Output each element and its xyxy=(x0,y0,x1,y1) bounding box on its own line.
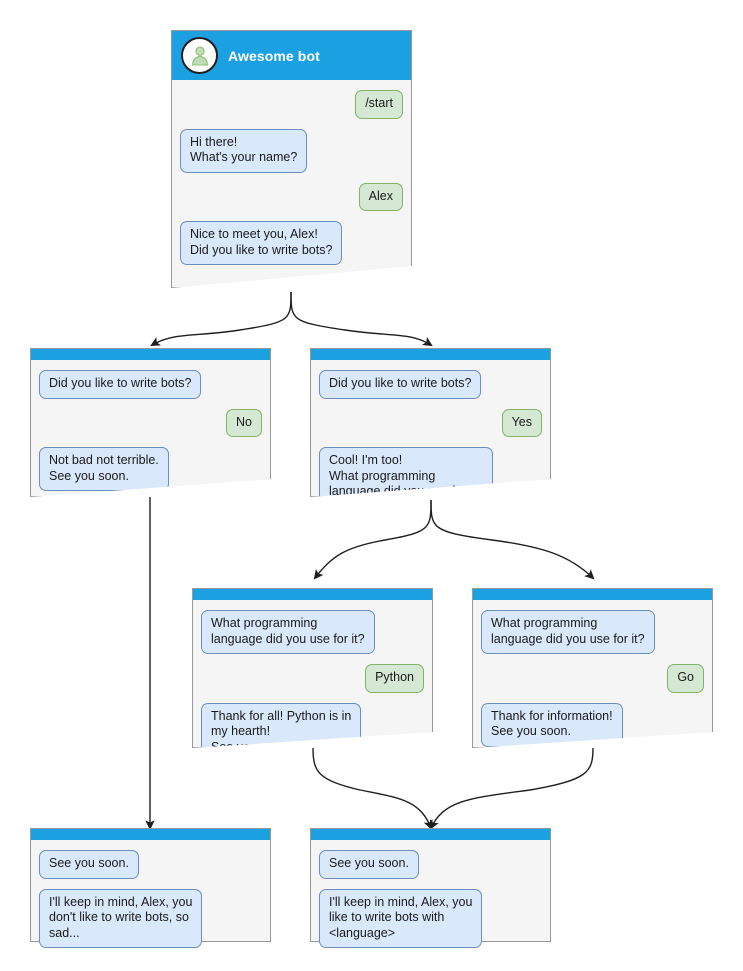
message-row: Go xyxy=(481,664,704,693)
node-header-branch-yes xyxy=(311,349,550,360)
bot-message-bubble[interactable]: Did you like to write bots? xyxy=(319,370,482,399)
node-branch-python[interactable]: What programming language did you use fo… xyxy=(192,588,433,748)
bot-message-bubble[interactable]: Nice to meet you, Alex! Did you like to … xyxy=(180,221,343,265)
message-row: /start xyxy=(180,90,403,119)
message-row: Thank for all! Python is in my hearth! S… xyxy=(201,702,424,748)
user-message-bubble[interactable]: Python xyxy=(365,664,424,693)
message-row: Cool! I'm too! What programming language… xyxy=(319,447,542,497)
bot-message-bubble[interactable]: Cool! I'm too! What programming language… xyxy=(319,447,493,497)
message-row: Hi there! What's your name? xyxy=(180,128,403,173)
user-message-bubble[interactable]: Alex xyxy=(358,182,403,211)
bot-message-bubble[interactable]: What programming language did you use fo… xyxy=(481,610,655,654)
node-end-yes[interactable]: See you soon. I'll keep in mind, Alex, y… xyxy=(310,828,551,948)
node-header-end-yes xyxy=(311,829,550,840)
bot-message-bubble[interactable]: Thank for information! See you soon. xyxy=(481,702,623,747)
bot-name-label: Awesome bot xyxy=(228,47,320,64)
node-header-root: Awesome bot xyxy=(172,31,411,80)
user-message-bubble[interactable]: Go xyxy=(667,664,704,693)
message-row: What programming language did you use fo… xyxy=(481,610,704,654)
node-header-branch-python xyxy=(193,589,432,600)
message-row: See you soon. xyxy=(39,850,262,879)
person-avatar-icon xyxy=(181,37,218,74)
message-row: What programming language did you use fo… xyxy=(201,610,424,654)
chat-area-branch-python: What programming language did you use fo… xyxy=(193,600,432,748)
node-header-end-no xyxy=(31,829,270,840)
node-branch-yes[interactable]: Did you like to write bots? Yes Cool! I'… xyxy=(310,348,551,497)
edge-go-to-end xyxy=(429,747,594,830)
chat-area-end-no: See you soon. I'll keep in mind, Alex, y… xyxy=(31,840,270,966)
message-row: Thank for information! See you soon. xyxy=(481,702,704,747)
bot-message-bubble[interactable]: I'll keep in mind, Alex, you don't like … xyxy=(39,888,203,948)
message-row: Nice to meet you, Alex! Did you like to … xyxy=(180,221,403,265)
chat-area-branch-go: What programming language did you use fo… xyxy=(473,600,712,748)
message-row: Did you like to write bots? xyxy=(39,370,262,399)
node-root-start[interactable]: Awesome bot /start Hi there! What's your… xyxy=(171,30,412,288)
user-message-bubble[interactable]: /start xyxy=(355,90,403,119)
edge-root-to-yes xyxy=(290,291,433,347)
node-header-branch-no xyxy=(31,349,270,360)
chat-area-root: /start Hi there! What's your name? Alex … xyxy=(172,80,411,283)
chat-area-branch-no: Did you like to write bots? No Not bad n… xyxy=(31,360,270,497)
node-branch-go[interactable]: What programming language did you use fo… xyxy=(472,588,713,748)
node-end-no[interactable]: See you soon. I'll keep in mind, Alex, y… xyxy=(30,828,271,948)
message-row: I'll keep in mind, Alex, you don't like … xyxy=(39,888,262,948)
bot-message-bubble[interactable]: I'll keep in mind, Alex, you like to wri… xyxy=(319,888,483,948)
message-row: Python xyxy=(201,664,424,693)
edge-python-to-end xyxy=(312,747,433,830)
user-message-bubble[interactable]: Yes xyxy=(501,408,542,437)
message-row: I'll keep in mind, Alex, you like to wri… xyxy=(319,888,542,948)
bot-message-bubble[interactable]: Did you like to write bots? xyxy=(39,370,202,399)
node-branch-no[interactable]: Did you like to write bots? No Not bad n… xyxy=(30,348,271,497)
user-message-bubble[interactable]: No xyxy=(226,408,262,437)
node-header-branch-go xyxy=(473,589,712,600)
edge-yes-to-go xyxy=(430,499,595,580)
chat-area-branch-yes: Did you like to write bots? Yes Cool! I'… xyxy=(311,360,550,497)
bot-message-bubble[interactable]: Thank for all! Python is in my hearth! S… xyxy=(201,702,362,748)
message-row: Not bad not terrible. See you soon. xyxy=(39,447,262,491)
message-row: No xyxy=(39,408,262,437)
bot-message-bubble[interactable]: Not bad not terrible. See you soon. xyxy=(39,447,169,491)
bot-message-bubble[interactable]: See you soon. xyxy=(39,850,139,879)
message-row: Yes xyxy=(319,408,542,437)
message-row: Alex xyxy=(180,182,403,211)
edge-yes-to-python xyxy=(313,499,432,580)
edge-root-to-no xyxy=(150,291,292,347)
message-row: Did you like to write bots? xyxy=(319,370,542,399)
bot-message-bubble[interactable]: What programming language did you use fo… xyxy=(201,610,375,654)
message-row: See you soon. xyxy=(319,850,542,879)
bot-message-bubble[interactable]: Hi there! What's your name? xyxy=(180,128,308,173)
chat-area-end-yes: See you soon. I'll keep in mind, Alex, y… xyxy=(311,840,550,966)
bot-message-bubble[interactable]: See you soon. xyxy=(319,850,419,879)
